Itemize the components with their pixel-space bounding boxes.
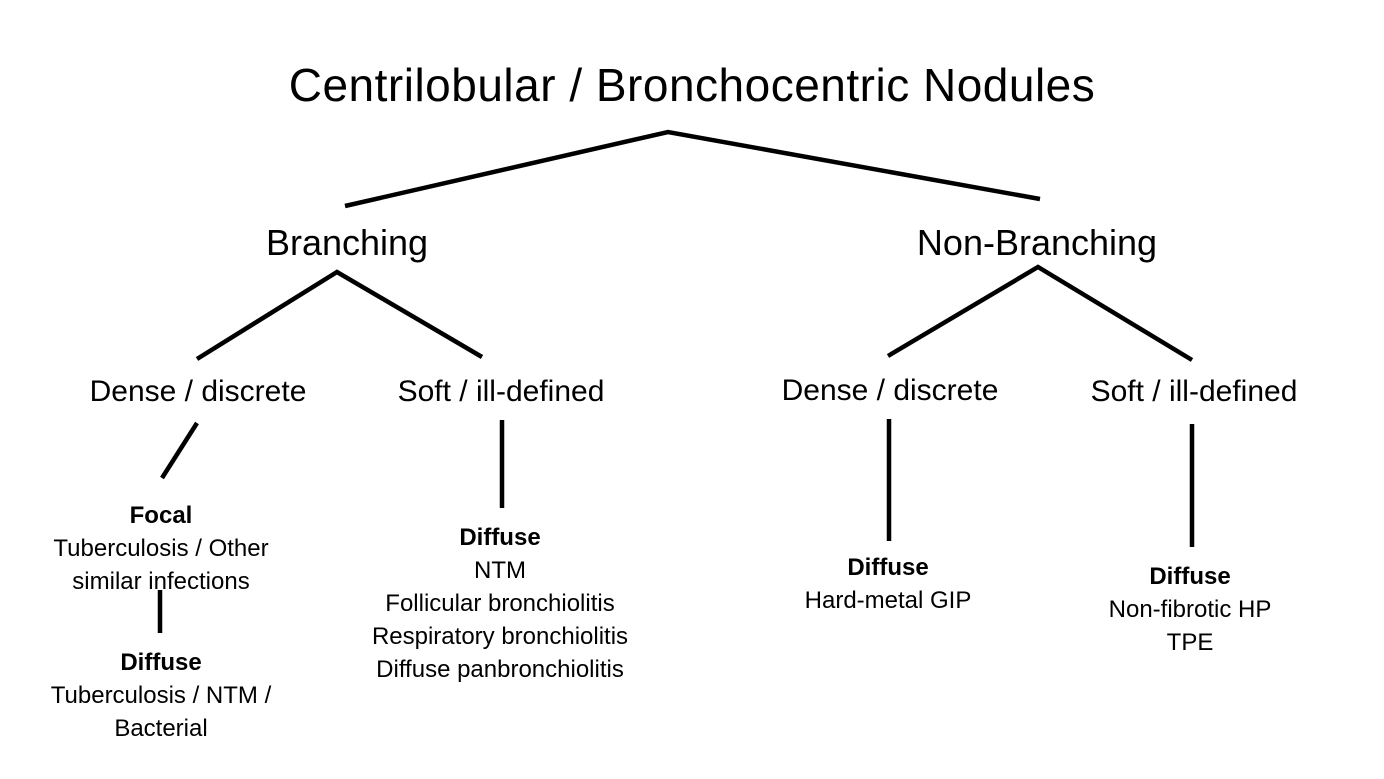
leaf-header: Diffuse — [847, 554, 929, 581]
node-branching-dense-discrete: Dense / discrete — [89, 375, 307, 408]
leaf-line: Tuberculosis / NTM / — [50, 682, 272, 709]
leaf-line: Bacterial — [114, 715, 208, 742]
connector-branching-split — [195, 269, 484, 361]
connector-nonbranching-split — [886, 264, 1194, 362]
leaf-line: Tuberculosis / Other — [53, 535, 269, 562]
leaf-diffuse-ntm-bronchiolitis: Diffuse NTM Follicular bronchiolitis Res… — [372, 521, 628, 686]
diagram-title: Centrilobular / Bronchocentric Nodules — [288, 59, 1096, 111]
leaf-line: TPE — [1166, 629, 1214, 656]
connector-root-split — [344, 129, 1041, 209]
leaf-focal-tuberculosis: Focal Tuberculosis / Other similar infec… — [53, 499, 268, 598]
leaf-line: Hard-metal GIP — [804, 587, 972, 614]
node-branching: Branching — [265, 222, 429, 263]
leaf-header: Diffuse — [459, 524, 541, 551]
leaf-line: similar infections — [72, 568, 250, 595]
leaf-header: Focal — [129, 502, 193, 529]
leaf-line: NTM — [474, 557, 526, 584]
leaf-diffuse-hard-metal-gip: Diffuse Hard-metal GIP — [805, 551, 972, 617]
leaf-diffuse-hp-tpe: Diffuse Non-fibrotic HP TPE — [1109, 560, 1272, 659]
connector-dense-to-focal — [160, 421, 199, 480]
node-non-branching: Non-Branching — [916, 222, 1158, 263]
leaf-diffuse-tuberculosis: Diffuse Tuberculosis / NTM / Bacterial — [51, 646, 272, 745]
leaf-line: Respiratory bronchiolitis — [371, 623, 629, 650]
leaf-header: Diffuse — [120, 649, 202, 676]
leaf-line: Follicular bronchiolitis — [385, 590, 615, 617]
leaf-header: Diffuse — [1149, 563, 1231, 590]
leaf-line: Diffuse panbronchiolitis — [376, 656, 624, 683]
node-branching-soft-ill-defined: Soft / ill-defined — [397, 375, 605, 408]
node-nonbranching-dense-discrete: Dense / discrete — [781, 374, 999, 407]
node-nonbranching-soft-ill-defined: Soft / ill-defined — [1090, 375, 1298, 408]
leaf-line: Non-fibrotic HP — [1108, 596, 1272, 623]
